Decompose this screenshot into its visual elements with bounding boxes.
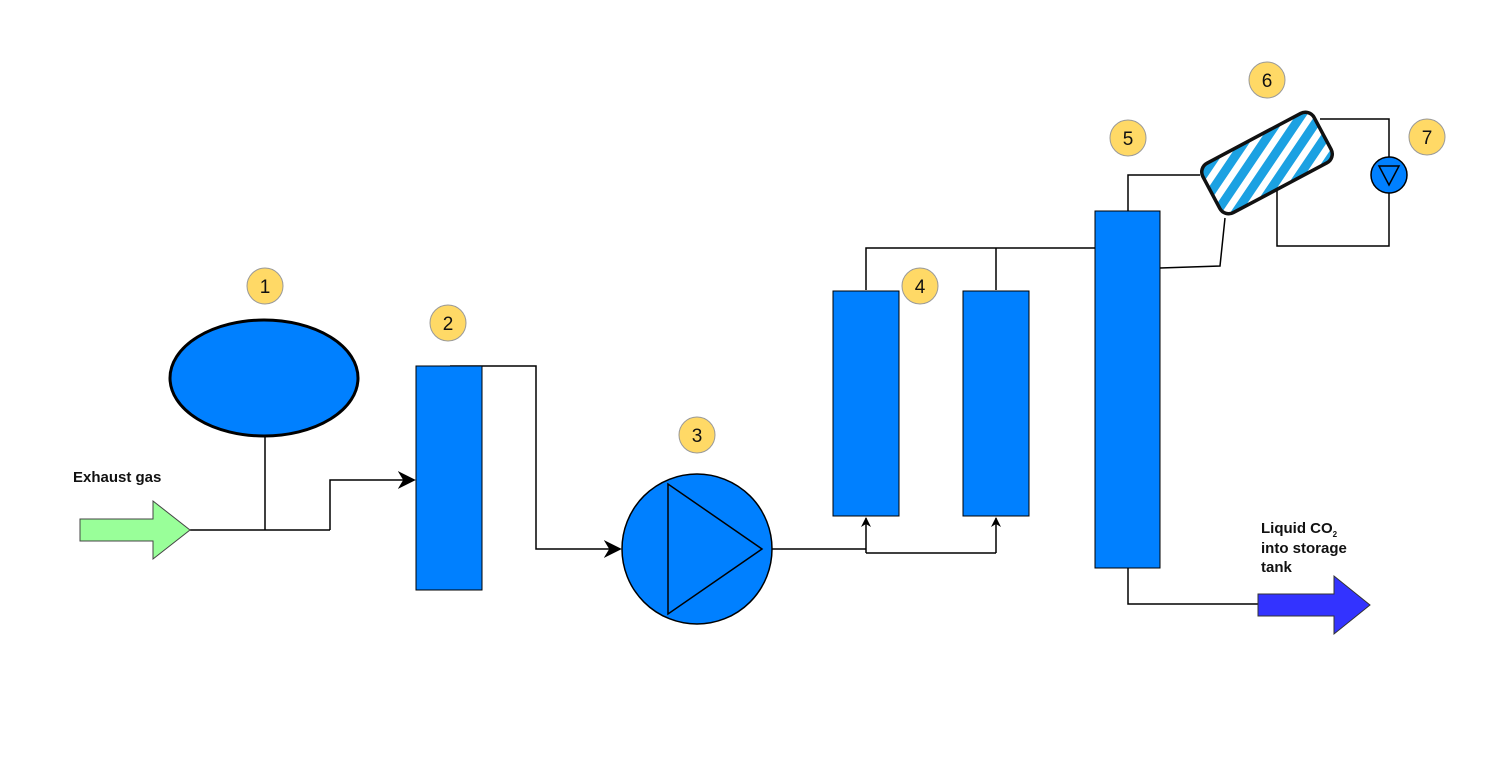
scrubber-column-2 <box>415 365 483 591</box>
pipe-coolant-loop-bottom <box>1276 180 1390 247</box>
distillation-column-5 <box>1094 210 1161 569</box>
svg-text:3: 3 <box>692 426 703 447</box>
pump-triangle-icon <box>1377 165 1401 187</box>
dryer-column-4b <box>962 290 1030 517</box>
pipe-column5-bottom <box>1127 568 1258 605</box>
badge-5: 5 <box>1109 119 1147 157</box>
liquid-co2-outlet-arrow <box>1257 574 1371 636</box>
pipe-column2-to-compressor <box>450 365 622 558</box>
exhaust-gas-inlet-arrow <box>79 499 191 561</box>
badge-4: 4 <box>901 267 939 305</box>
svg-text:7: 7 <box>1422 128 1433 149</box>
compressor-3 <box>621 473 773 625</box>
pipe-condenser-return <box>1159 217 1226 269</box>
liquid-co2-label-line3: tank <box>1261 559 1293 576</box>
svg-text:5: 5 <box>1123 129 1134 150</box>
pipe-to-column2 <box>329 471 416 530</box>
buffer-vessel-1 <box>168 318 360 438</box>
compressor-triangle-icon <box>667 482 764 616</box>
svg-text:2: 2 <box>443 314 454 335</box>
liquid-co2-label-line2: into storage <box>1261 540 1347 557</box>
badge-2: 2 <box>429 304 467 342</box>
condenser-6 <box>1200 110 1334 216</box>
badge-3: 3 <box>678 416 716 454</box>
pipe-column5-top <box>1127 174 1200 211</box>
badge-6: 6 <box>1248 61 1286 99</box>
liquid-co2-label: Liquid CO2 into storage tank <box>1261 520 1347 576</box>
svg-text:1: 1 <box>260 277 271 298</box>
badge-1: 1 <box>246 267 284 305</box>
pump-7 <box>1370 156 1408 194</box>
svg-text:4: 4 <box>915 277 926 298</box>
svg-text:6: 6 <box>1262 71 1273 92</box>
pipe-dryer-top-header <box>865 247 1095 290</box>
exhaust-gas-label: Exhaust gas <box>73 469 161 486</box>
dryer-column-4a <box>832 290 900 517</box>
pipe-lines <box>190 118 1390 605</box>
svg-text:Liquid CO2: Liquid CO2 <box>1261 520 1338 539</box>
liquid-co2-label-prefix: Liquid CO <box>1261 520 1333 537</box>
badge-7: 7 <box>1408 118 1446 156</box>
liquid-co2-label-subscript: 2 <box>1333 530 1338 539</box>
pipe-coolant-loop-top <box>1320 118 1390 157</box>
